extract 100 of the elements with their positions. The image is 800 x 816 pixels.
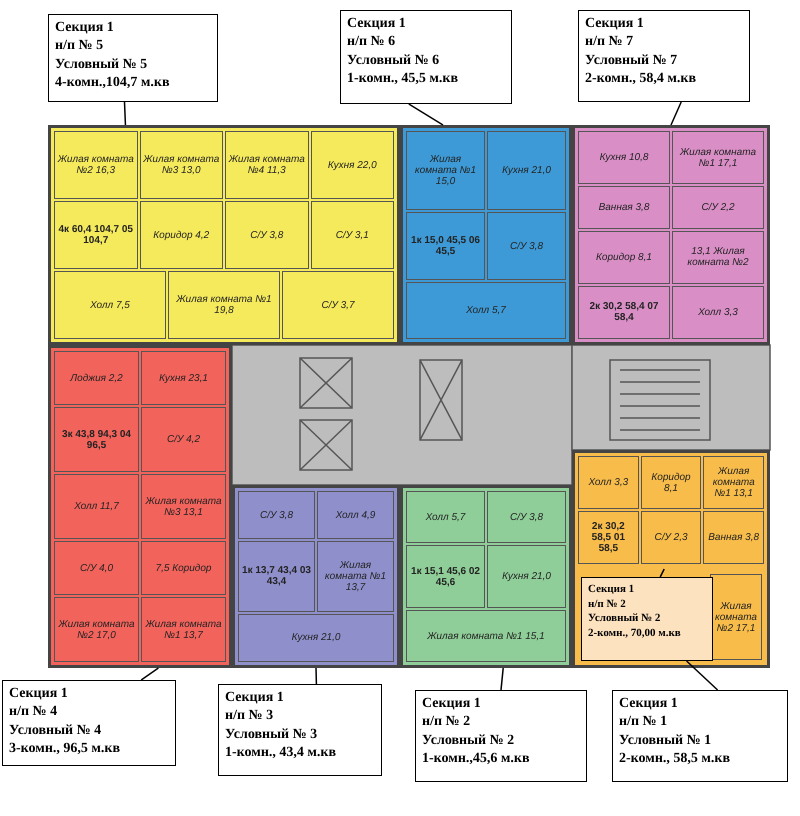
room-label: Жилая комната №4 11,3	[225, 131, 308, 199]
room-label: Ванная 3,8	[578, 186, 670, 228]
apartment-area	[48, 345, 232, 668]
room-label: Кухня 22,0	[310, 131, 394, 199]
callout-text: Условный № 5	[55, 56, 148, 74]
apartment-area	[572, 450, 770, 668]
callout-text: Условный № 3	[225, 726, 318, 744]
apartment-info-label: 3к 43,8 94,3 04 96,5	[54, 407, 139, 472]
leader-line	[670, 102, 682, 126]
room-label: С/У 3,8	[238, 491, 315, 540]
callout-text: 3-комн., 96,5 м.кв	[9, 740, 120, 758]
callout-text: Секция 1	[347, 15, 406, 33]
room-label: Жилая комната №1 13,1	[703, 456, 764, 509]
room-label: Холл 3,3	[578, 456, 639, 509]
room-label: 13,1 Жилая комната №2	[672, 230, 764, 284]
callout-text: н/п № 4	[9, 703, 58, 722]
room-label: С/У 3,8	[225, 201, 308, 269]
callout-text: н/п № 6	[347, 33, 396, 52]
room-label: Жилая комната №3 13,0	[140, 131, 223, 199]
callout-text: 4-комн.,104,7 м.кв	[55, 74, 170, 92]
room-label: Жилая комната №3 13,1	[141, 474, 226, 539]
room-label: С/У 3,7	[282, 271, 394, 339]
room-label: С/У 3,8	[487, 491, 566, 543]
apartment-info-label: 2к 30,2 58,4 07 58,4	[578, 286, 670, 339]
callout-text: Условный № 7	[585, 52, 678, 70]
room-label: С/У 2,2	[672, 186, 764, 228]
callout-box	[581, 577, 713, 661]
callout-text: Секция 1	[585, 15, 644, 33]
room-label: Кухня 10,8	[578, 131, 670, 184]
apartment-info-label: 1к 13,7 43,4 03 43,4	[238, 541, 315, 612]
apartment-area	[400, 485, 572, 668]
room-label: Коридор 8,1	[578, 230, 670, 284]
callout-text: Условный № 6	[347, 52, 440, 70]
callout-text: Секция 1	[55, 19, 114, 37]
room-label: Жилая комната №1 15,1	[406, 610, 566, 662]
room-label: Холл 7,5	[54, 271, 166, 339]
room-label: Жилая комната №1 19,8	[168, 271, 280, 339]
room-label: Жилая комната №1 15,0	[406, 131, 485, 210]
callout-box	[415, 690, 587, 782]
callout-text: Условный № 2	[422, 732, 514, 750]
callout-text: н/п № 3	[225, 707, 274, 726]
leader-line	[140, 667, 159, 681]
apartment-area	[400, 125, 572, 345]
apartment-area	[572, 125, 770, 345]
callout-box	[612, 690, 788, 782]
callout-text: Условный № 2	[588, 611, 660, 626]
callout-box	[218, 684, 382, 776]
room-label: Холл 3,3	[672, 286, 764, 339]
callout-text: Условный № 4	[9, 722, 102, 740]
callout-text: Секция 1	[422, 695, 481, 713]
leader-line	[500, 668, 504, 690]
room-label: Жилая комната №1 17,1	[672, 131, 764, 184]
room-label: С/У 4,2	[141, 407, 226, 472]
room-label: Лоджия 2,2	[54, 351, 139, 405]
room-label: Жилая комната №1 13,7	[317, 541, 394, 612]
apartment-info-label: 2к 30,2 58,5 01 58,5	[578, 511, 639, 564]
callout-text: 2-комн., 70,00 м.кв	[588, 626, 681, 640]
room-label: Ванная 3,8	[703, 511, 764, 564]
room-label: С/У 2,3	[640, 511, 702, 564]
leader-line	[408, 103, 444, 126]
room-label: Кухня 21,0	[487, 131, 566, 210]
callout-text: н/п № 1	[619, 713, 668, 732]
callout-text: Секция 1	[9, 685, 68, 703]
callout-text: н/п № 5	[55, 37, 104, 56]
callout-text: 2-комн., 58,4 м.кв	[585, 70, 696, 88]
room-label: 7,5 Коридор	[141, 541, 226, 595]
callout-text: Условный № 1	[619, 732, 712, 750]
room-label: Жилая комната №2 17,0	[54, 597, 139, 662]
callout-box	[340, 10, 512, 104]
callout-text: 2-комн., 58,5 м.кв	[619, 750, 730, 768]
apartment-info-label: 1к 15,0 45,5 06 45,5	[406, 212, 485, 280]
room-label: Жилая комната №2 16,3	[54, 131, 138, 199]
room-label: С/У 3,8	[487, 212, 566, 280]
callout-box	[578, 10, 750, 102]
apartment-area	[48, 125, 400, 345]
callout-text: Секция 1	[619, 695, 678, 713]
callout-box	[2, 680, 176, 766]
room-label: Холл 5,7	[406, 491, 485, 543]
room-label: С/У 3,1	[310, 201, 394, 269]
room-label: С/У 4,0	[54, 541, 139, 595]
room-label: Коридор 4,2	[140, 201, 223, 269]
room-label: Холл 4,9	[317, 491, 394, 540]
callout-text: Секция 1	[588, 582, 634, 597]
callout-text: н/п № 2	[422, 713, 470, 732]
callout-text: н/п № 2	[588, 596, 626, 612]
leader-line	[660, 568, 665, 578]
callout-text: Секция 1	[225, 689, 284, 707]
room-label: Кухня 21,0	[238, 614, 394, 662]
callout-text: н/п № 7	[585, 33, 634, 52]
apartment-info-label: 4к 60,4 104,7 05 104,7	[54, 201, 138, 269]
callout-text: 1-комн., 45,5 м.кв	[347, 70, 458, 88]
room-label: Кухня 23,1	[141, 351, 226, 405]
room-label: Жилая комната №1 13,7	[141, 597, 226, 662]
apartment-area	[232, 485, 400, 668]
apartment-info-label: 1к 15,1 45,6 02 45,6	[406, 545, 485, 608]
callout-box	[48, 14, 218, 102]
room-label: Коридор 8,1	[640, 456, 702, 509]
room-label: Холл 5,7	[406, 282, 566, 339]
room-label: Кухня 21,0	[487, 545, 566, 608]
leader-line	[315, 668, 318, 684]
